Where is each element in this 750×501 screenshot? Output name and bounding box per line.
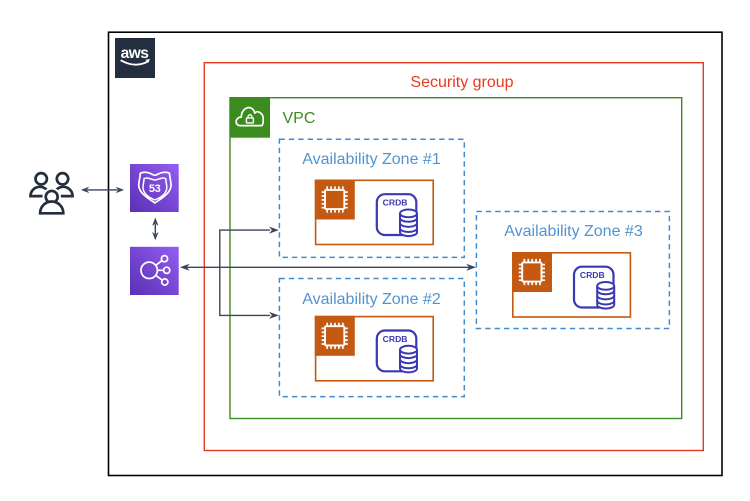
svg-text:Security group: Security group <box>410 74 513 91</box>
svg-text:Availability Zone #3: Availability Zone #3 <box>504 223 643 240</box>
svg-text:53: 53 <box>149 183 161 195</box>
svg-text:VPC: VPC <box>283 110 316 127</box>
svg-text:Availability Zone #2: Availability Zone #2 <box>302 291 441 308</box>
svg-text:Availability Zone #1: Availability Zone #1 <box>302 151 441 168</box>
svg-text:aws: aws <box>121 45 149 62</box>
